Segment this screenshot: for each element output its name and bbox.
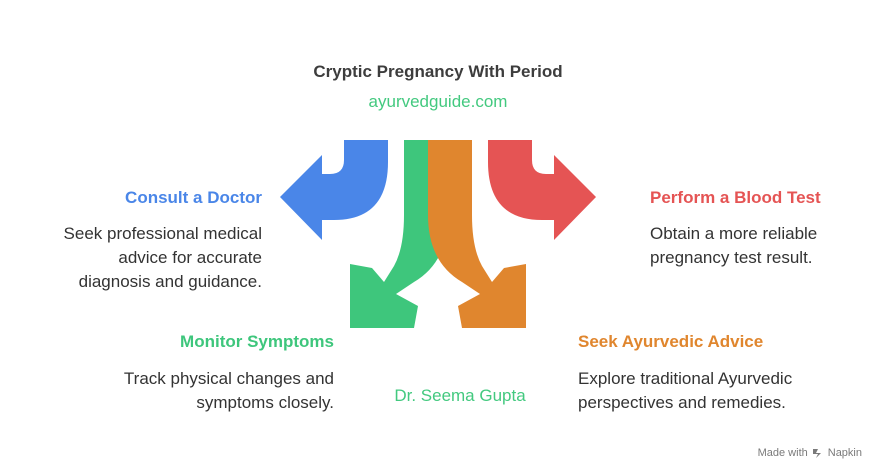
step-ayurvedic-advice-heading: Seek Ayurvedic Advice (578, 332, 764, 351)
step-blood-test-description: Obtain a more reliable pregnancy test re… (650, 222, 870, 270)
description-line: Track physical changes and (123, 369, 334, 388)
description-line: pregnancy test result. (650, 248, 813, 267)
step-blood-test-heading: Perform a Blood Test (650, 188, 821, 207)
diagram-title: Cryptic Pregnancy With Period (313, 62, 563, 81)
made-with-badge[interactable]: Made with Napkin (758, 447, 862, 459)
description-line: Seek professional medical (63, 224, 262, 243)
step-ayurvedic-advice-description: Explore traditional Ayurvedic perspectiv… (578, 367, 858, 415)
step-monitor-symptoms-heading: Monitor Symptoms (180, 332, 334, 351)
red-arrow (488, 140, 596, 240)
step-monitor-symptoms-description: Track physical changes and symptoms clos… (60, 367, 334, 415)
description-line: advice for accurate (118, 248, 262, 267)
step-consult-doctor-heading: Consult a Doctor (125, 188, 262, 207)
author-credit: Dr. Seema Gupta (394, 386, 526, 405)
step-consult-doctor-description: Seek professional medical advice for acc… (20, 222, 262, 294)
green-arrow (350, 140, 448, 328)
blue-arrow (280, 140, 388, 240)
napkin-brand-label: Napkin (827, 447, 862, 459)
orange-arrow (428, 140, 526, 328)
description-line: symptoms closely. (196, 393, 334, 412)
napkin-logo-icon (812, 449, 821, 458)
description-line: diagnosis and guidance. (78, 272, 262, 291)
description-line: perspectives and remedies. (578, 393, 786, 412)
diagram-subtitle: ayurvedguide.com (368, 92, 508, 111)
made-with-label: Made with (757, 447, 808, 459)
description-line: Explore traditional Ayurvedic (578, 369, 793, 388)
description-line: Obtain a more reliable (650, 224, 818, 243)
